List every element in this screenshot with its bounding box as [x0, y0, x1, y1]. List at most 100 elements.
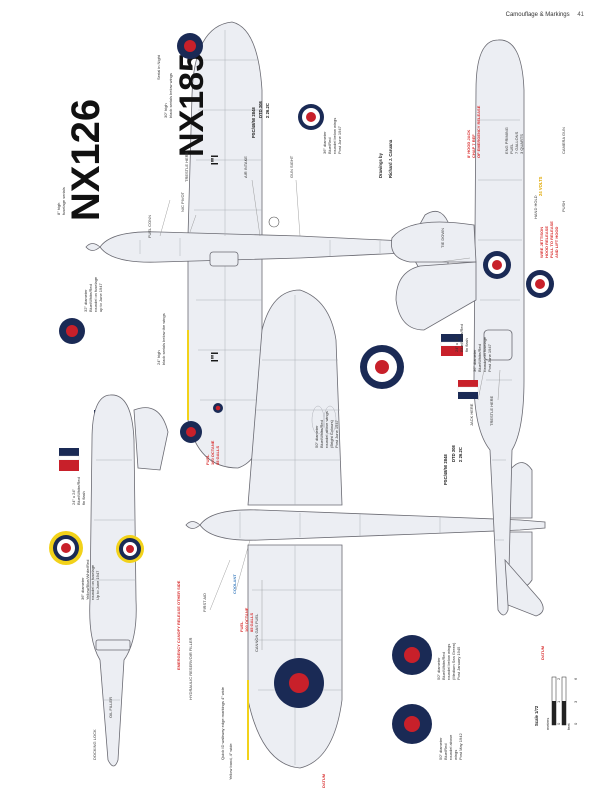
svg-text:roundel below wings: roundel below wings — [332, 118, 337, 154]
svg-text:FUEL: FUEL — [509, 143, 514, 154]
side-view-left — [89, 394, 169, 767]
page-number: 41 — [577, 12, 584, 18]
svg-text:Yellow/Blue/White/Red: Yellow/Blue/White/Red — [85, 560, 90, 600]
svg-text:36" diameter: 36" diameter — [80, 577, 85, 600]
svg-text:(Bright Colours): (Bright Colours) — [329, 419, 334, 448]
svg-text:30" high: 30" high — [163, 103, 168, 118]
svg-text:Post January 1945: Post January 1945 — [456, 646, 461, 680]
svg-text:Post June 1947: Post June 1947 — [487, 343, 492, 372]
svg-text:85 GALLS: 85 GALLS — [215, 446, 220, 465]
side-view-right — [391, 39, 544, 617]
svg-text:wings: wings — [453, 750, 458, 760]
fin-flash-note-upper: 24" x 24" Blue/White/Red fin flash — [454, 324, 469, 352]
svg-text:DATUM: DATUM — [321, 773, 326, 788]
svg-text:roundel on fuselage: roundel on fuselage — [93, 276, 98, 312]
credit-line2: Richard J. Caruana — [388, 139, 393, 178]
svg-text:OF EMERGENCY RELEASE: OF EMERGENCY RELEASE — [476, 105, 481, 158]
fin-flash-sample-left — [58, 448, 80, 471]
svg-text:DTD 308: DTD 308 — [451, 445, 456, 462]
red-stencils: FUEL 100 OCTANE 85 GALLS FUEL 100 OCTANE… — [205, 105, 559, 632]
svg-text:3: 3 — [573, 700, 578, 703]
svg-text:N/C PIVOT: N/C PIVOT — [180, 191, 185, 212]
fin-flash-right-b — [457, 380, 479, 399]
svg-text:metres: metres — [545, 718, 550, 730]
note-50-below-wings: 50" diameter Blue/White/Red roundel belo… — [436, 642, 461, 680]
svg-text:CAMERA GUN: CAMERA GUN — [561, 127, 566, 154]
svg-text:Blue/White/Red: Blue/White/Red — [441, 652, 446, 680]
svg-text:roundel on fuselage: roundel on fuselage — [482, 336, 487, 372]
svg-text:FUEL: FUEL — [205, 454, 210, 465]
svg-text:DATUM: DATUM — [540, 645, 545, 660]
svg-text:Blue/White/Red: Blue/White/Red — [477, 344, 482, 372]
svg-text:TRESTLE HERE: TRESTLE HERE — [184, 151, 189, 182]
svg-text:fin flash: fin flash — [464, 338, 469, 352]
svg-text:8" high: 8" high — [56, 203, 61, 215]
sample-roundel-32-left — [59, 318, 85, 344]
fin-flash-right-a — [440, 334, 464, 356]
svg-text:Post May 1942: Post May 1942 — [458, 733, 463, 760]
roundel-right-side — [483, 251, 511, 279]
svg-text:Σ 26.2C: Σ 26.2C — [265, 103, 270, 118]
svg-text:85 GALLS: 85 GALLS — [249, 613, 254, 632]
svg-text:black serials below wings: black serials below wings — [168, 73, 173, 118]
serial-nx185: NX185 — [173, 53, 211, 157]
svg-text:Blue/Red: Blue/Red — [327, 138, 332, 154]
note-50-above-wings-1942: 50" diameter Blue/Red roundel above wing… — [438, 733, 463, 760]
svg-text:TRESTLE HERE: TRESTLE HERE — [489, 395, 494, 426]
svg-text:I"I: I"I — [210, 155, 221, 166]
svg-text:OIL FILLER: OIL FILLER — [108, 697, 113, 718]
sample-roundel-50-dark-b — [392, 704, 432, 744]
svg-text:Yellow band, 4" wide: Yellow band, 4" wide — [228, 743, 233, 780]
svg-text:7 GALLONS: 7 GALLONS — [514, 131, 519, 154]
svg-text:Serial in Night: Serial in Night — [156, 54, 161, 80]
note-32-fuselage: 32" diameter Blue/White/Red roundel on f… — [83, 276, 103, 312]
svg-text:CHAP 7 REF: CHAP 7 REF — [471, 134, 476, 158]
svg-text:0: 0 — [556, 722, 561, 725]
svg-text:DTD 308: DTD 308 — [258, 101, 263, 118]
scale-bar: Scale 1/72 metres feet 0 1 2 0 3 6 — [534, 676, 578, 730]
section-title: Camouflage & Markings — [505, 12, 570, 18]
svg-text:2: 2 — [556, 677, 561, 680]
svg-text:3 QUARTS: 3 QUARTS — [519, 134, 524, 154]
svg-text:roundel above wings: roundel above wings — [324, 411, 329, 448]
svg-text:HAND HOLD: HAND HOLD — [533, 195, 538, 219]
svg-text:AIR INTAKE: AIR INTAKE — [243, 156, 248, 178]
svg-text:HOOD RELEASE: HOOD RELEASE — [544, 226, 549, 258]
svg-text:50" diameter: 50" diameter — [438, 737, 443, 760]
svg-text:50" diameter: 50" diameter — [436, 657, 441, 680]
svg-text:fin flash: fin flash — [81, 491, 86, 505]
page-header: Camouflage & Markings 41 — [506, 12, 584, 18]
svg-text:1: 1 — [556, 700, 561, 703]
svg-text:roundel below wings: roundel below wings — [446, 644, 451, 680]
stencil-code-lower: PSC/48/50 2848 DTD 308 Σ 26.2C — [443, 445, 463, 485]
fin-flash-note-lower: 24" x 24" Blue/White/Red fin flash — [71, 477, 86, 505]
svg-text:EMERGENCY CANOPY RELEASE OTHER: EMERGENCY CANOPY RELEASE OTHER SIDE — [176, 580, 181, 670]
sample-roundel-36-top — [298, 104, 324, 130]
svg-text:WIRE JETTISON: WIRE JETTISON — [539, 227, 544, 258]
note-36-post-1947: 36" diameter Blue/White/Red roundel on f… — [472, 336, 492, 372]
svg-text:FUEL: FUEL — [239, 621, 244, 632]
svg-text:PSC/48/50 2848: PSC/48/50 2848 — [443, 454, 448, 485]
plan-view-center — [185, 289, 546, 769]
credit-line1: Drawings by — [378, 152, 383, 178]
svg-text:fuselage serials: fuselage serials — [61, 187, 66, 215]
svg-text:Up to June 1947: Up to June 1947 — [95, 570, 100, 600]
svg-text:Blue/White/Red: Blue/White/Red — [76, 477, 81, 505]
svg-text:100 OCTANE: 100 OCTANE — [210, 440, 215, 465]
svg-text:6: 6 — [573, 677, 578, 680]
svg-text:COOLANT: COOLANT — [232, 574, 237, 594]
svg-text:Blue/Red: Blue/Red — [443, 744, 448, 760]
note-36-fuselage-yellow: 36" diameter Yellow/Blue/White/Red round… — [80, 560, 100, 600]
note-36-below-wings: 36" diameter Blue/Red roundel below wing… — [322, 118, 342, 154]
svg-text:roundel on fuselage: roundel on fuselage — [90, 564, 95, 600]
scale-title: Scale 1/72 — [534, 705, 539, 726]
svg-text:PULL TO RELEASE: PULL TO RELEASE — [549, 221, 554, 258]
svg-text:Post June 1947: Post June 1947 — [337, 125, 342, 154]
svg-text:(Medium Sea Green): (Medium Sea Green) — [451, 642, 456, 680]
roundel-right-sample — [526, 270, 554, 298]
svg-text:24" high: 24" high — [156, 350, 161, 365]
svg-text:Blue/White/Red: Blue/White/Red — [459, 324, 464, 352]
roundel-lower-wing-small — [180, 421, 202, 443]
svg-text:24" x 24": 24" x 24" — [454, 335, 459, 352]
svg-text:HYDRAULIC RESERVOIR FILLER: HYDRAULIC RESERVOIR FILLER — [188, 638, 193, 700]
